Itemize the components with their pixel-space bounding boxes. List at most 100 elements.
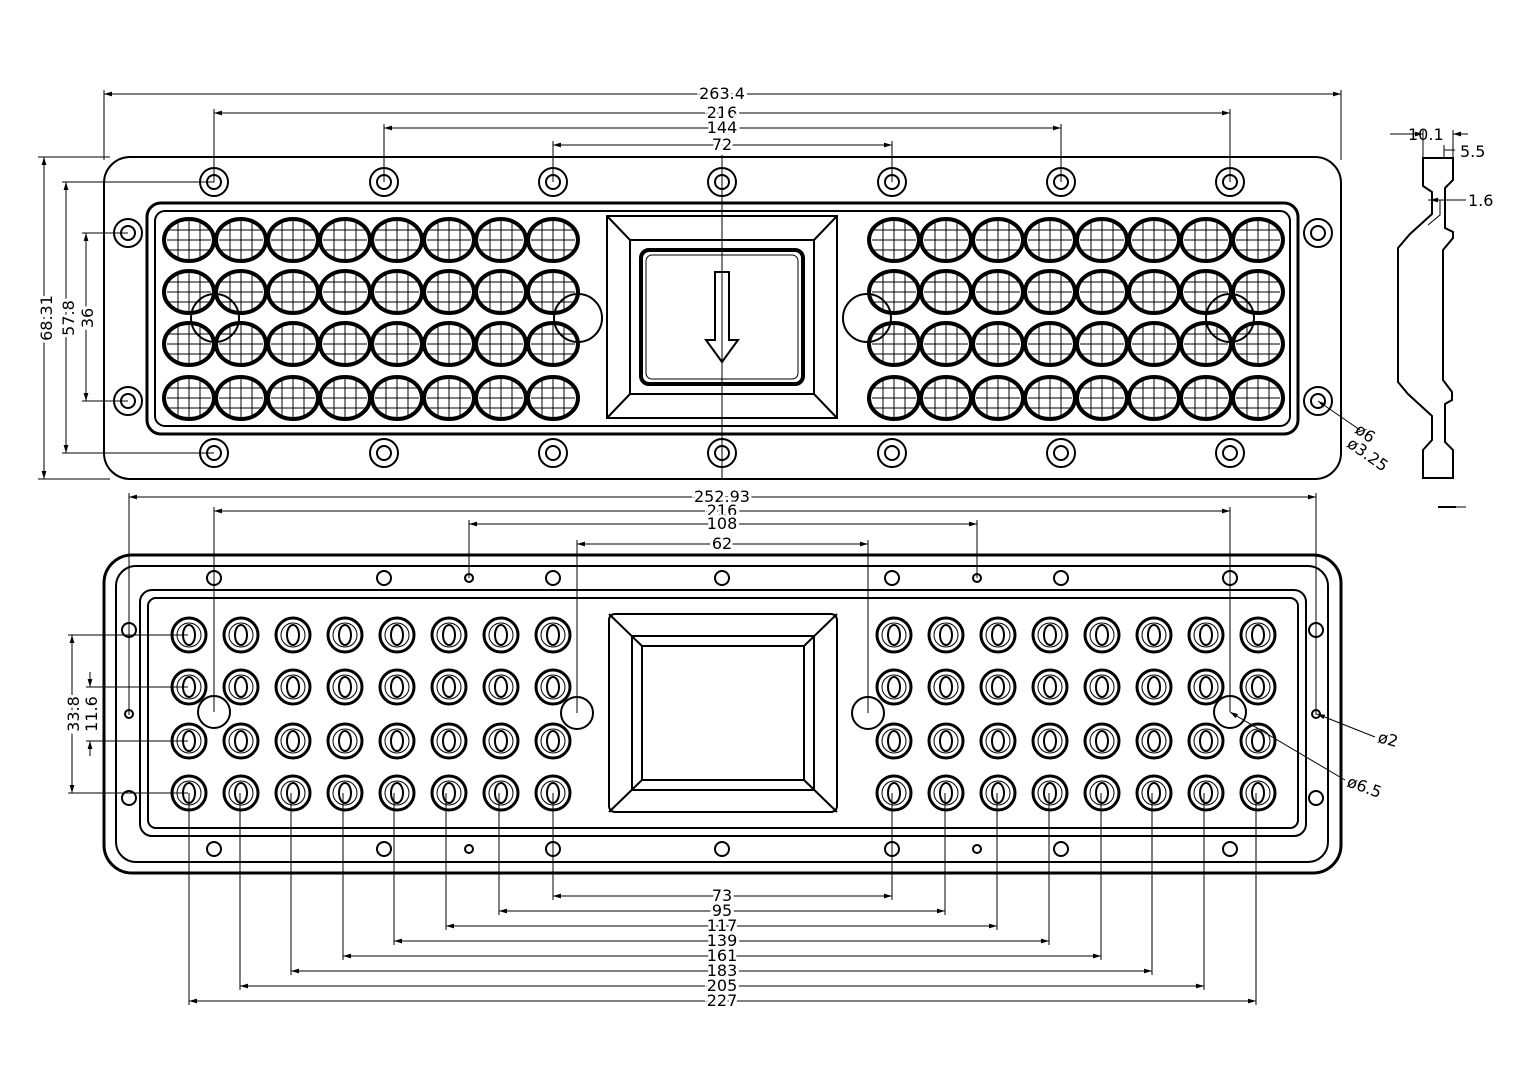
- lens-top: [1127, 375, 1181, 421]
- hole-bottom: [206, 841, 222, 857]
- led-socket: [979, 774, 1017, 812]
- lens-top: [214, 269, 268, 315]
- mounting-hole: [538, 438, 568, 468]
- center-window-bottom: [608, 613, 838, 813]
- lens-top: [919, 321, 973, 367]
- lens-top: [162, 321, 216, 367]
- led-socket: [222, 722, 260, 760]
- lens-top: [1231, 269, 1285, 315]
- led-socket: [1135, 722, 1173, 760]
- mounting-hole: [1046, 438, 1076, 468]
- side-view: 10.1 5.5 1.6: [1390, 125, 1493, 508]
- led-socket: [1083, 722, 1121, 760]
- boss-top: [1205, 293, 1255, 343]
- led-socket: [979, 616, 1017, 654]
- hole-small: [464, 844, 474, 854]
- dim-height-68: 68.31: [37, 295, 56, 341]
- led-socket: [1031, 722, 1069, 760]
- lens-top: [162, 375, 216, 421]
- led-socket: [274, 774, 312, 812]
- lens-top: [1023, 269, 1077, 315]
- lens-top: [1231, 321, 1285, 367]
- dim-bottom-overall: 252.93: [694, 487, 750, 506]
- pitch-dim-label: 95: [712, 901, 732, 920]
- bottom-view: 252.93 216 108 62 33.8 11.6 ø2 ø6.5 7395…: [61, 484, 1400, 1013]
- lens-top: [1231, 375, 1285, 421]
- hole-bottom: [376, 841, 392, 857]
- lens-top: [266, 217, 320, 263]
- lens-top: [318, 269, 372, 315]
- led-socket: [927, 774, 965, 812]
- hole-bottom: [1053, 570, 1069, 586]
- hole-bottom: [714, 841, 730, 857]
- lens-top: [162, 269, 216, 315]
- lens-top: [919, 217, 973, 263]
- boss-top: [553, 293, 603, 343]
- hole-bottom: [714, 570, 730, 586]
- lens-top: [474, 217, 528, 263]
- led-socket: [1083, 774, 1121, 812]
- led-socket: [482, 616, 520, 654]
- dim-bottom-11-6: 11.6: [82, 696, 101, 732]
- lens-top: [1179, 321, 1233, 367]
- lens-top: [162, 217, 216, 263]
- hole-bottom: [1053, 841, 1069, 857]
- dim-bottom-108: 108: [707, 514, 738, 533]
- lens-top: [526, 321, 580, 367]
- led-socket: [1083, 616, 1121, 654]
- lens-top: [422, 321, 476, 367]
- led-socket: [378, 774, 416, 812]
- lens-top: [919, 269, 973, 315]
- led-socket: [378, 668, 416, 706]
- pitch-dim-label: 73: [712, 886, 732, 905]
- mounting-hole: [1303, 218, 1333, 248]
- led-socket: [1135, 616, 1173, 654]
- boss-top: [190, 293, 240, 343]
- pitch-dim-label: 183: [707, 961, 738, 980]
- led-socket: [1031, 616, 1069, 654]
- lens-top: [1127, 217, 1181, 263]
- pitch-dim-label: 117: [707, 916, 738, 935]
- led-socket: [534, 668, 572, 706]
- led-socket: [1083, 668, 1121, 706]
- led-socket: [274, 722, 312, 760]
- led-socket: [1031, 774, 1069, 812]
- lens-top: [474, 269, 528, 315]
- center-window-top: [606, 155, 838, 480]
- led-socket: [222, 668, 260, 706]
- lens-top: [422, 269, 476, 315]
- down-arrow-icon: [704, 271, 740, 364]
- led-socket: [430, 774, 468, 812]
- led-socket: [534, 616, 572, 654]
- led-socket: [927, 668, 965, 706]
- led-socket: [482, 774, 520, 812]
- lens-top: [266, 375, 320, 421]
- lens-top: [1023, 217, 1077, 263]
- pitch-dim-label: 161: [707, 946, 738, 965]
- pitch-dim-label: 205: [707, 976, 738, 995]
- led-socket: [1239, 668, 1277, 706]
- led-socket: [534, 722, 572, 760]
- lens-top: [214, 217, 268, 263]
- pitch-dim-label: 227: [707, 991, 738, 1010]
- lens-top: [971, 321, 1025, 367]
- led-socket: [326, 616, 364, 654]
- lens-top: [474, 321, 528, 367]
- dim-mount-144: 144: [707, 118, 738, 137]
- lens-top: [1075, 321, 1129, 367]
- led-socket: [1187, 616, 1225, 654]
- top-view: 263.4 216 144 72 68.31 57.8 36 ø6 ø3.25: [34, 81, 1392, 480]
- lens-top: [370, 375, 424, 421]
- led-socket: [979, 668, 1017, 706]
- dim-side-10-1: 10.1: [1408, 125, 1444, 144]
- lens-top: [422, 217, 476, 263]
- led-socket: [326, 722, 364, 760]
- led-socket: [482, 722, 520, 760]
- led-socket: [430, 616, 468, 654]
- led-socket: [274, 668, 312, 706]
- lens-top: [1075, 269, 1129, 315]
- led-socket: [875, 722, 913, 760]
- led-socket: [875, 616, 913, 654]
